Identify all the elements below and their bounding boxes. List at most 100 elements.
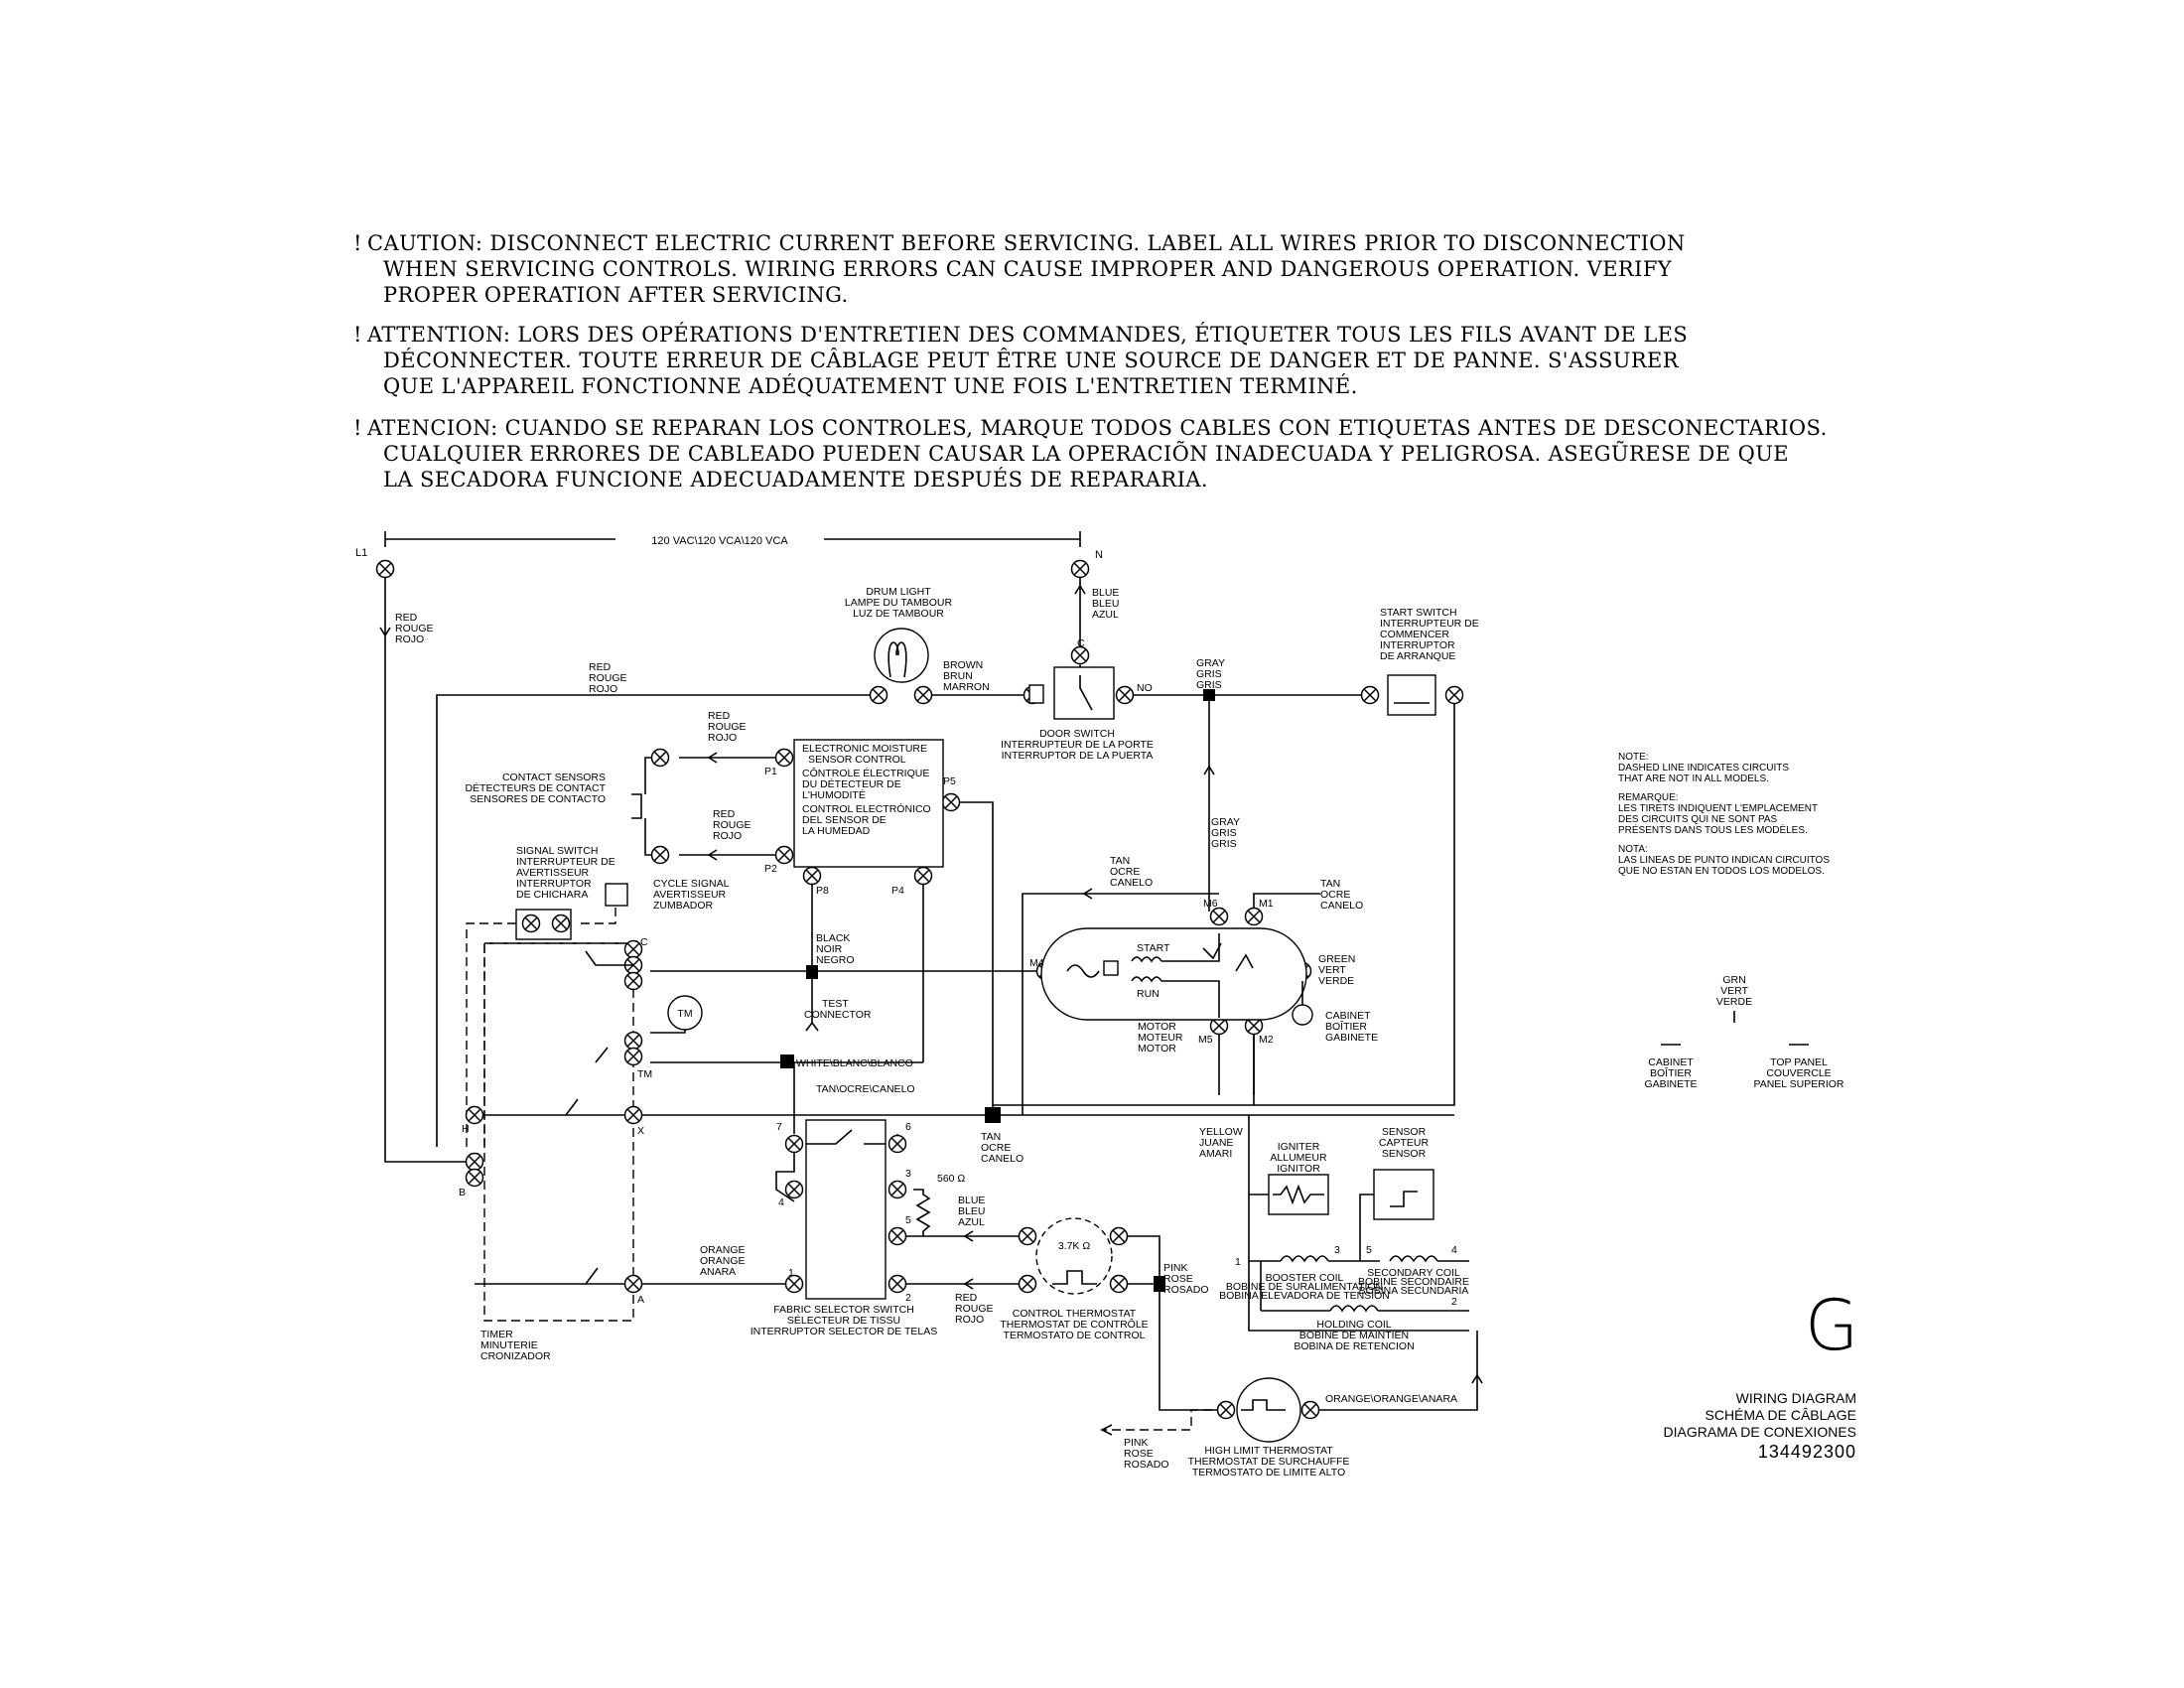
svg-text:RED: RED (395, 612, 418, 624)
svg-text:LAMPE DU TAMBOUR: LAMPE DU TAMBOUR (845, 597, 953, 609)
svg-text:BOBINE SECONDAIRE: BOBINE SECONDAIRE (1358, 1276, 1469, 1288)
svg-text:BOBINA DE RETENCION: BOBINA DE RETENCION (1294, 1340, 1414, 1352)
svg-text:INTERRUPTEUR DE: INTERRUPTEUR DE (1380, 618, 1479, 630)
svg-text:GABINETE: GABINETE (1644, 1078, 1697, 1090)
svg-text:GABINETE: GABINETE (1325, 1032, 1378, 1044)
svg-text:ROUGE: ROUGE (713, 819, 751, 831)
svg-text:ROSADO: ROSADO (1163, 1284, 1209, 1296)
svg-text:START: START (1137, 942, 1170, 954)
caution-mark: ! (353, 323, 362, 347)
part-number: 134492300 (1757, 1442, 1856, 1462)
pin-2: 2 (905, 1292, 911, 1304)
fabric-selector-switch: FABRIC SELECTOR SWITCH SÉLECTEUR DE TISS… (751, 1119, 937, 1337)
svg-text:BOBINA SECUNDARIA: BOBINA SECUNDARIA (1359, 1285, 1469, 1297)
wire-labels: RED ROUGE ROJO BLUE BLEU AZUL RED ROUGE … (395, 587, 1457, 1471)
pin-g4: 4 (1451, 1244, 1457, 1256)
pin-m2: M2 (1259, 1034, 1274, 1046)
svg-text:PINK: PINK (1163, 1262, 1188, 1274)
timer-label: TIMER MINUTERIE CRONIZADOR (480, 1329, 551, 1362)
svg-text:NEGRO: NEGRO (816, 954, 855, 966)
svg-text:ROJO: ROJO (713, 830, 742, 842)
svg-text:IGNITER: IGNITER (1278, 1141, 1320, 1153)
supply-voltage-line: 120 VAC\120 VCA\120 VCA (384, 530, 1081, 548)
svg-text:SECONDARY COIL: SECONDARY COIL (1367, 1267, 1460, 1279)
svg-text:COUVERCLE: COUVERCLE (1766, 1067, 1831, 1079)
caution-line: ATENCION: CUANDO SE REPARAN LOS CONTROLE… (367, 416, 1828, 440)
svg-text:BOBINE DE SURALIMENTATION: BOBINE DE SURALIMENTATION (1226, 1281, 1383, 1293)
title-english: WIRING DIAGRAM (1735, 1390, 1856, 1406)
contact-sensors: CONTACT SENSORS DÉTECTEURS DE CONTACT SE… (465, 772, 642, 819)
caution-line: CUALQUIER ERRORES DE CABLEADO PUEDEN CAU… (383, 442, 1790, 466)
gas-valve-coils: BOOSTER COIL BOBINE DE SURALIMENTATION B… (1219, 1255, 1469, 1352)
cabinet-ground: CABINET BOÎTIER GABINETE (1292, 981, 1378, 1044)
svg-text:BOOSTER COIL: BOOSTER COIL (1266, 1272, 1344, 1284)
svg-text:THERMOSTAT DE SURCHAUFFE: THERMOSTAT DE SURCHAUFFE (1188, 1456, 1350, 1468)
note-line: NOTA: (1618, 844, 1648, 855)
svg-text:CANELO: CANELO (1320, 900, 1363, 912)
svg-text:AMARI: AMARI (1199, 1148, 1232, 1160)
svg-text:INTERRUPTEUR DE: INTERRUPTEUR DE (516, 856, 615, 868)
svg-text:ELECTRONIC MOISTURE: ELECTRONIC MOISTURE (802, 743, 927, 755)
svg-text:ROSE: ROSE (1163, 1273, 1193, 1285)
svg-text:ROSADO: ROSADO (1124, 1459, 1169, 1471)
timer-switches (565, 950, 633, 1285)
pin-m5: M5 (1198, 1034, 1213, 1046)
pin-m6: M6 (1203, 898, 1218, 910)
svg-text:CONTROL THERMOSTAT: CONTROL THERMOSTAT (1013, 1308, 1137, 1320)
svg-text:CONTROL ELECTRÓNICO: CONTROL ELECTRÓNICO (802, 802, 931, 815)
svg-text:GRAY: GRAY (1211, 816, 1240, 828)
svg-text:NO: NO (1137, 682, 1153, 694)
timer-motor: TM (667, 995, 703, 1031)
caution-line: ATTENTION: LORS DES OPÉRATIONS D'ENTRETI… (367, 323, 1689, 347)
caution-line: CAUTION: DISCONNECT ELECTRIC CURRENT BEF… (367, 231, 1686, 255)
pin-g2: 2 (1451, 1296, 1457, 1308)
svg-text:GRIS: GRIS (1211, 838, 1237, 850)
gray-connector (1203, 689, 1215, 701)
svg-text:ROUGE: ROUGE (955, 1303, 994, 1315)
pink-connector (1154, 1276, 1165, 1292)
svg-text:GRIS: GRIS (1196, 679, 1222, 691)
svg-text:MINUTERIE: MINUTERIE (480, 1339, 538, 1351)
resistor: 560 Ω (913, 1173, 965, 1236)
svg-text:BOBINA ELEVADORA DE TENSION: BOBINA ELEVADORA DE TENSION (1219, 1290, 1390, 1302)
drum-light: DRUM LIGHT LAMPE DU TAMBOUR LUZ DE TAMBO… (845, 586, 953, 683)
svg-text:AZUL: AZUL (1092, 609, 1119, 621)
svg-text:VERT: VERT (1720, 985, 1748, 997)
pin-6: 6 (905, 1121, 911, 1133)
note-line: LAS LINEAS DE PUNTO INDICAN CIRCUITOS (1618, 855, 1831, 866)
svg-text:INTERRUPTEUR DE LA PORTE: INTERRUPTEUR DE LA PORTE (1001, 739, 1154, 751)
svg-text:CYCLE SIGNAL: CYCLE SIGNAL (653, 878, 730, 890)
note-line: LES TIRETS INDIQUENT L'EMPLACEMENT (1618, 803, 1819, 814)
svg-text:3.7K Ω: 3.7K Ω (1058, 1240, 1091, 1252)
high-limit-thermostat: HIGH LIMIT THERMOSTAT THERMOSTAT DE SURC… (1188, 1377, 1350, 1478)
pin-7: 7 (776, 1121, 782, 1133)
pin-c: C (640, 936, 648, 948)
pin-p2: P2 (764, 863, 777, 875)
svg-text:BROWN: BROWN (943, 659, 983, 671)
svg-text:RED: RED (589, 661, 612, 673)
pin-g1: 1 (1235, 1256, 1241, 1268)
svg-text:DOOR SWITCH: DOOR SWITCH (1039, 728, 1115, 740)
note-line: DASHED LINE INDICATES CIRCUITS (1618, 763, 1790, 774)
svg-text:ORANGE: ORANGE (700, 1244, 746, 1256)
title-block: WIRING DIAGRAM SCHÉMA DE CÂBLAGE DIAGRAM… (1648, 1390, 1856, 1463)
svg-text:560 Ω: 560 Ω (937, 1173, 965, 1185)
pin-g3: 3 (1334, 1244, 1340, 1256)
pin-b: B (459, 1187, 466, 1198)
svg-text:BLUE: BLUE (958, 1195, 985, 1206)
title-spanish: DIAGRAMA DE CONEXIONES (1663, 1424, 1856, 1440)
pin-tm: TM (637, 1068, 652, 1080)
svg-text:SIGNAL SWITCH: SIGNAL SWITCH (516, 845, 598, 857)
svg-text:INTERRUPTOR DE LA PUERTA: INTERRUPTOR DE LA PUERTA (1002, 750, 1154, 762)
svg-text:TERMOSTATO DE CONTROL: TERMOSTATO DE CONTROL (1004, 1330, 1146, 1341)
caution-line: LA SECADORA FUNCIONE ADECUADAMENTE DESPU… (383, 468, 1208, 492)
svg-text:INTERRUPTOR: INTERRUPTOR (516, 878, 592, 890)
svg-text:CRONIZADOR: CRONIZADOR (480, 1350, 551, 1362)
svg-text:OCRE: OCRE (1110, 866, 1140, 878)
pin-h: H (462, 1123, 470, 1135)
svg-text:OCRE: OCRE (981, 1142, 1011, 1154)
svg-text:GREEN: GREEN (1318, 953, 1355, 965)
revision-letter: G (1805, 1285, 1859, 1366)
svg-text:VERT: VERT (1318, 964, 1346, 976)
svg-text:ORANGE: ORANGE (700, 1255, 746, 1267)
